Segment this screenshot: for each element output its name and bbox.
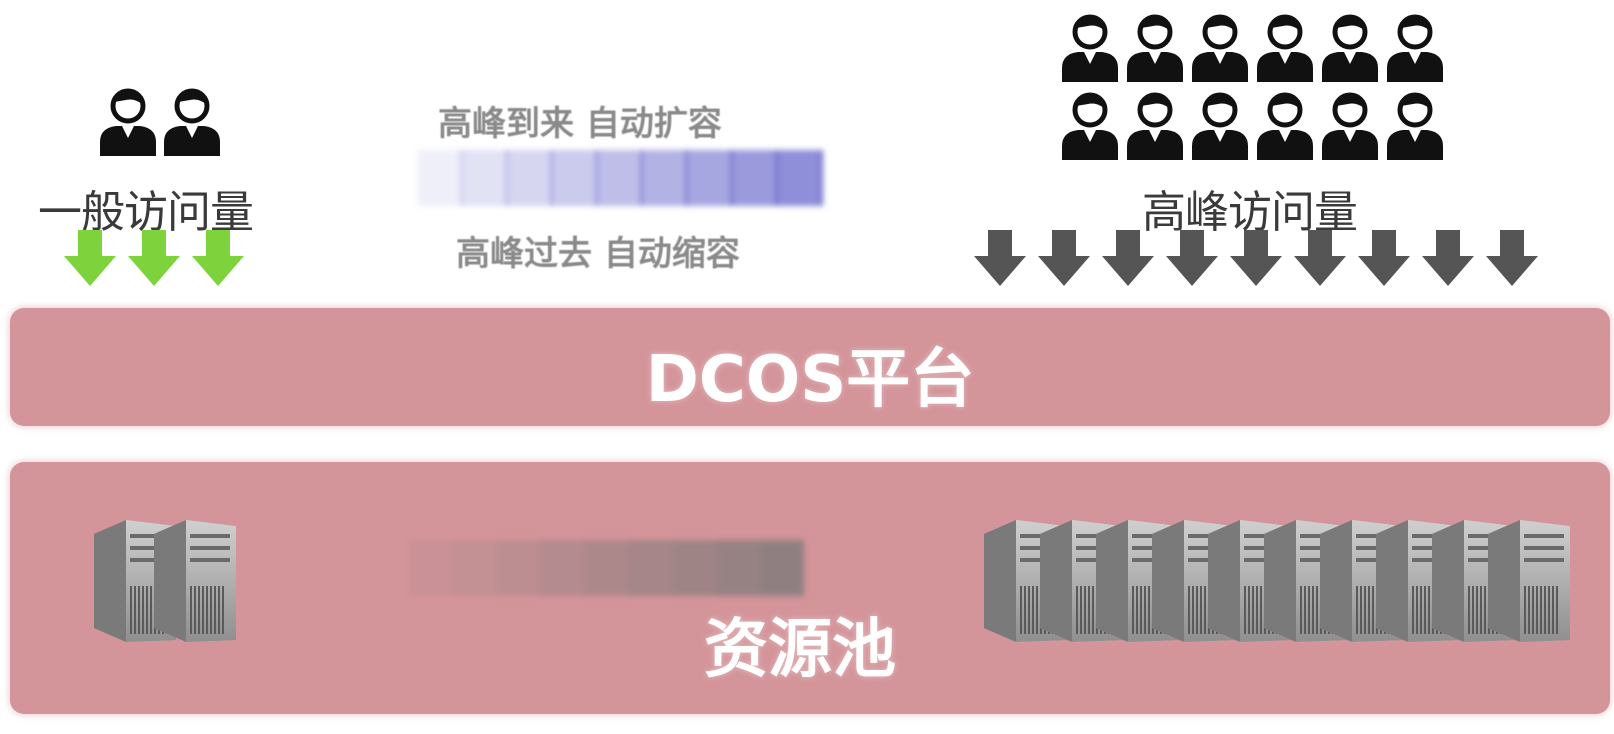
- normal-traffic-label: 一般访问量: [38, 187, 254, 238]
- gray-down-arrow-icon: [1228, 228, 1284, 288]
- gray-down-arrow-icon: [1356, 228, 1412, 288]
- user-icon: [1188, 90, 1252, 164]
- gray-down-arrow-icon: [1292, 228, 1348, 288]
- resource-strip-cell: [408, 540, 452, 596]
- scale-strip-cell: [733, 150, 778, 206]
- scale-down-label: 高峰过去 自动缩容: [456, 234, 740, 274]
- resource-scale-strip: [408, 540, 804, 596]
- resource-strip-cell: [760, 540, 804, 596]
- gray-down-arrow-icon: [1100, 228, 1156, 288]
- scale-strip-cell: [553, 150, 598, 206]
- dcos-platform-band: DCOS平台: [10, 308, 1610, 426]
- user-icon: [1123, 90, 1187, 164]
- user-icon: [1253, 12, 1317, 86]
- gray-down-arrow-icon: [1420, 228, 1476, 288]
- server-icon: [1484, 516, 1574, 644]
- resource-strip-cell: [584, 540, 628, 596]
- gray-down-arrow-icon: [1484, 228, 1540, 288]
- scale-strip-cell: [418, 150, 463, 206]
- green-down-arrow-icon: [190, 228, 246, 288]
- normal-users-row: [96, 86, 224, 158]
- normal-servers-row: [90, 516, 240, 644]
- peak-users-grid: [1058, 12, 1448, 164]
- peak-servers-row: [980, 516, 1574, 644]
- user-icon: [1253, 90, 1317, 164]
- scale-strip-cell: [598, 150, 643, 206]
- user-icon: [1123, 12, 1187, 86]
- resource-strip-cell: [496, 540, 540, 596]
- resource-strip-cell: [628, 540, 672, 596]
- normal-arrows-row: [62, 228, 254, 288]
- user-icon: [1383, 90, 1447, 164]
- green-down-arrow-icon: [62, 228, 118, 288]
- resource-strip-cell: [452, 540, 496, 596]
- user-icon: [1188, 12, 1252, 86]
- scale-strip-cell: [508, 150, 553, 206]
- green-down-arrow-icon: [126, 228, 182, 288]
- scale-strip-cell: [643, 150, 688, 206]
- resource-strip-cell: [672, 540, 716, 596]
- scale-strip-cell: [688, 150, 733, 206]
- scale-strip-cell: [778, 150, 823, 206]
- user-icon: [1318, 12, 1382, 86]
- user-icon: [96, 86, 160, 158]
- gray-down-arrow-icon: [1164, 228, 1220, 288]
- user-icon: [1058, 90, 1122, 164]
- resource-strip-cell: [716, 540, 760, 596]
- user-icon: [1318, 90, 1382, 164]
- peak-arrows-row: [972, 228, 1548, 288]
- user-icon: [160, 86, 224, 158]
- scale-up-label: 高峰到来 自动扩容: [438, 104, 722, 144]
- resource-pool-title: 资源池: [704, 613, 896, 687]
- user-icon: [1383, 12, 1447, 86]
- user-icon: [1058, 12, 1122, 86]
- gray-down-arrow-icon: [1036, 228, 1092, 288]
- scale-up-strip: [418, 150, 823, 206]
- scale-strip-cell: [463, 150, 508, 206]
- gray-down-arrow-icon: [972, 228, 1028, 288]
- server-icon: [150, 516, 240, 644]
- dcos-platform-title: DCOS平台: [645, 343, 975, 417]
- peak-traffic-label: 高峰访问量: [1142, 187, 1358, 238]
- resource-strip-cell: [540, 540, 584, 596]
